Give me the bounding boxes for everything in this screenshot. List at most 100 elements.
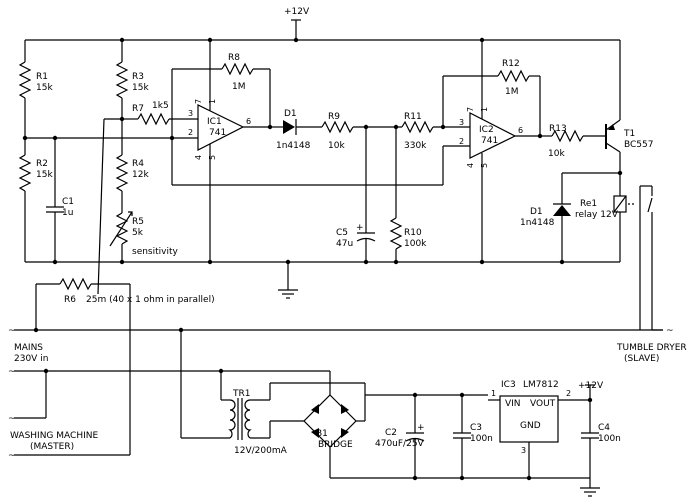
supply-label-top: +12V xyxy=(284,7,310,17)
b1-ref: B1 xyxy=(316,429,328,439)
tr1-value: 12V/200mA xyxy=(234,446,288,456)
ic3-value: LM7812 xyxy=(523,380,559,390)
t1-ref: T1 xyxy=(623,129,635,139)
r7-input-resistor: R7 1k5 xyxy=(122,101,198,126)
r13-value: 10k xyxy=(548,149,565,159)
ic1-ref: IC1 xyxy=(207,117,222,127)
r5-ref: R5 xyxy=(132,217,144,227)
r10-ref: R10 xyxy=(404,228,422,238)
r13-ref: R13 xyxy=(549,124,567,134)
re1-ref: Re1 xyxy=(580,199,597,209)
ic2-pin-5: 5 xyxy=(480,163,489,168)
ic1-value: 741 xyxy=(209,128,226,138)
r11-value: 330k xyxy=(404,141,427,151)
r4-value: 12k xyxy=(132,170,149,180)
r7-value: 1k5 xyxy=(152,101,169,111)
r1-value: 15k xyxy=(36,83,53,93)
ic2-pin-3: 3 xyxy=(459,118,464,127)
r11-ref: R11 xyxy=(404,112,422,122)
ic2-ref: IC2 xyxy=(479,125,494,135)
c3-ref: C3 xyxy=(470,423,482,433)
ic1-pin-5: 5 xyxy=(208,155,217,160)
ic3-pin-2: 2 xyxy=(566,389,571,398)
ic3-gnd: GND xyxy=(520,421,541,431)
d1b-ref: D1 xyxy=(530,207,543,217)
ic1-pin-4: 4 xyxy=(194,155,203,160)
dryer-role: (SLAVE) xyxy=(624,354,659,364)
r12-feedback: R12 1M xyxy=(497,59,541,136)
r5-note: sensitivity xyxy=(132,247,179,257)
c5-value: 47u xyxy=(336,239,353,249)
r1-ref: R1 xyxy=(36,72,48,82)
ic3-vin: VIN xyxy=(505,399,521,409)
c4-value: 100n xyxy=(598,434,621,444)
mains-wiring: ~ ~ ~ ~ ~ MAINS 230V in WASHING MACHINE … xyxy=(8,326,687,461)
c1-ref: C1 xyxy=(62,197,74,207)
supply-rail-top: +12V xyxy=(25,7,620,43)
divider-r3-r4-r5: R3 15k R4 12k R5 5k sensitivity xyxy=(109,37,179,265)
t1-value: BC557 xyxy=(624,140,653,150)
ic2-pin-1: 1 xyxy=(480,107,489,112)
washer-label: WASHING MACHINE xyxy=(10,431,98,441)
r8-ref: R8 xyxy=(228,53,240,63)
ground-rail xyxy=(25,259,620,299)
r12-ref: R12 xyxy=(502,59,520,69)
ic3-ref: IC3 xyxy=(501,380,516,390)
r9-resistor: R9 10k xyxy=(321,112,402,151)
c2-plus: + xyxy=(417,423,425,433)
tr1-ref: TR1 xyxy=(232,389,250,399)
tilde-1: ~ xyxy=(8,326,16,336)
c4-ref: C4 xyxy=(598,423,610,433)
ic3-pin-1: 1 xyxy=(491,389,496,398)
c5-plus: + xyxy=(356,223,364,233)
ic1-pin-2: 2 xyxy=(188,128,193,137)
d1a-ref: D1 xyxy=(284,109,297,119)
r6-ref: R6 xyxy=(64,295,76,305)
r2-value: 15k xyxy=(36,170,53,180)
r10-resistor: R10 100k xyxy=(389,127,427,265)
d1a-value: 1n4148 xyxy=(276,141,311,151)
r5-value: 5k xyxy=(132,228,144,238)
r9-value: 10k xyxy=(328,141,345,151)
b1-bridge: B1 BRIDGE xyxy=(269,371,366,478)
r8-value: 1M xyxy=(232,82,246,92)
ic2-pin-7: 7 xyxy=(466,107,475,112)
c2-ref: C2 xyxy=(385,428,397,438)
r3-ref: R3 xyxy=(132,72,144,82)
r3-value: 15k xyxy=(132,83,149,93)
r10-value: 100k xyxy=(404,239,427,249)
b1-value: BRIDGE xyxy=(318,440,353,450)
ic2-pin-4: 4 xyxy=(466,163,475,168)
divider-r1-r2: R1 15k R2 15k xyxy=(18,40,172,262)
ic2-pin-2: 2 xyxy=(459,137,464,146)
ic2-pin-6: 6 xyxy=(518,126,523,135)
tilde-4: ~ xyxy=(8,451,16,461)
dryer-label: TUMBLE DRYER xyxy=(616,343,687,353)
tilde-3: ~ xyxy=(8,414,16,424)
r6-shunt: R6 25m (40 x 1 ohm in parallel) xyxy=(35,118,215,455)
ic2-opamp: IC2 741 3 2 6 7 1 4 5 xyxy=(172,37,543,265)
c1-capacitor: C1 1u xyxy=(46,135,74,265)
c3-value: 100n xyxy=(470,434,493,444)
r13-resistor: R13 10k xyxy=(540,124,606,159)
ic1-opamp: IC1 741 3 2 6 7 1 4 5 xyxy=(169,37,270,265)
mains-voltage: 230V in xyxy=(14,354,48,364)
re1-value: relay 12V xyxy=(575,210,619,220)
r9-ref: R9 xyxy=(328,112,340,122)
ic2-value: 741 xyxy=(481,136,498,146)
c5-capacitor: + C5 47u xyxy=(336,127,376,265)
r7-ref: R7 xyxy=(132,104,144,114)
ic3-vout: VOUT xyxy=(530,399,556,409)
d1b-value: 1n4148 xyxy=(520,218,555,228)
d1-signal-diode: D1 1n4148 xyxy=(270,109,322,151)
r2-ref: R2 xyxy=(36,159,48,169)
tilde-5: ~ xyxy=(666,326,674,336)
mains-label: MAINS xyxy=(14,343,43,353)
ic1-pin-6: 6 xyxy=(246,117,251,126)
r4-ref: R4 xyxy=(132,159,144,169)
ic1-pin-3: 3 xyxy=(188,109,193,118)
supply-label-reg: +12V xyxy=(578,381,604,391)
t1-transistor: T1 BC557 xyxy=(605,40,653,173)
